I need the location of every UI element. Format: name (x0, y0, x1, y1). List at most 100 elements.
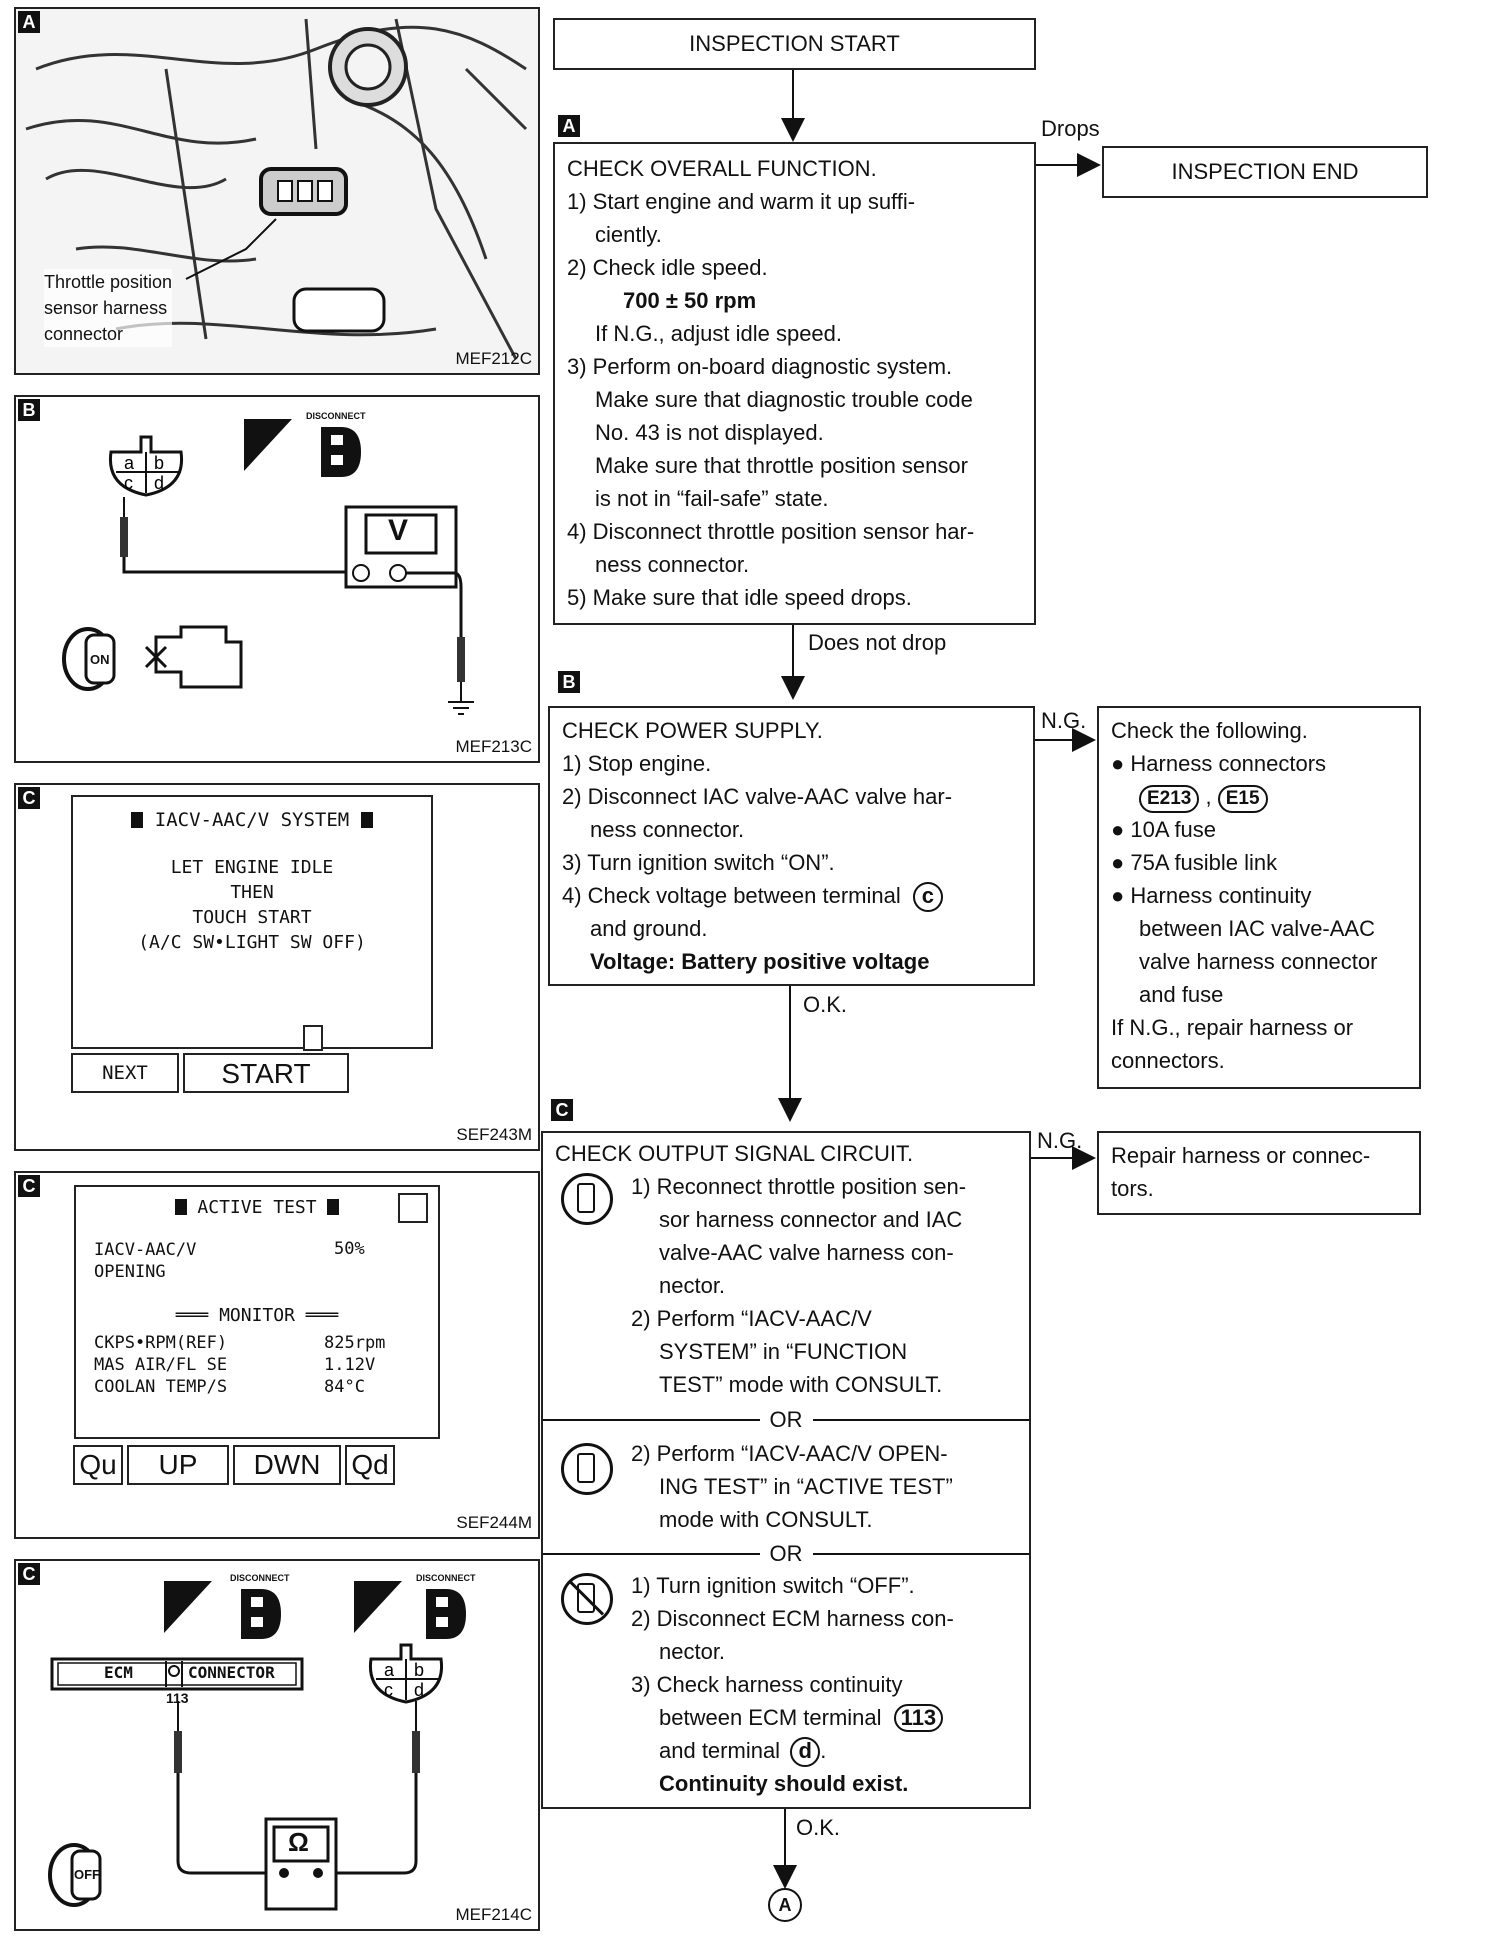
inspection-end-box: INSPECTION END (1102, 146, 1428, 198)
step-tag-b: B (558, 671, 580, 693)
ts-label: TS (272, 454, 287, 466)
step-heading: CHECK POWER SUPPLY. (562, 718, 823, 743)
screen-line: LET ENGINE IDLE (170, 857, 334, 878)
check-item-text: 75A fusible link (1130, 850, 1278, 875)
screen-line: THEN (230, 882, 274, 903)
monitor-row-name: CKPS•RPM(REF) (94, 1333, 228, 1353)
step-heading: CHECK OUTPUT SIGNAL CIRCUIT. (555, 1141, 914, 1166)
label-line: Throttle position (44, 272, 173, 292)
repair-line: tors. (1111, 1176, 1154, 1201)
figure-caption: MEF213C (455, 737, 532, 756)
key-on-label: ON (90, 652, 110, 667)
figure-caption: MEF212C (455, 349, 532, 368)
screen-title: ACTIVE TEST (197, 1197, 317, 1218)
step-line: and ground. (590, 916, 708, 941)
pin-a: a (384, 1660, 395, 1680)
figure-panel-c2: C ACTIVE TEST IACV-AAC/V OPENING 50% ═══… (14, 1171, 540, 1539)
next-button[interactable]: NEXT (71, 1053, 179, 1093)
voltage-check-diagram: a b c d (62, 419, 474, 715)
screen-line: TOUCH START (192, 907, 312, 928)
inspection-start-box: INSPECTION START (553, 18, 1036, 70)
step-c-box: CHECK OUTPUT SIGNAL CIRCUIT. 1) Reconnec… (541, 1131, 1031, 1809)
step-heading: CHECK OVERALL FUNCTION. (567, 156, 877, 181)
step-line: ING TEST” in “ACTIVE TEST” (659, 1474, 953, 1499)
disconnect-label: DISCONNECT (230, 1573, 290, 1583)
step-line: ness connector. (595, 552, 750, 577)
figure-panel-c1: C IACV-AAC/V SYSTEM LET ENGINE IDLE THEN… (14, 783, 540, 1151)
step-line: ciently. (595, 222, 662, 247)
bullet-icon: ● (1111, 883, 1131, 908)
step-line: is not in “fail-safe” state. (595, 486, 829, 511)
checkbox-icon[interactable] (398, 1193, 428, 1223)
bullet-icon: ● (1111, 850, 1131, 875)
check-line: connectors. (1111, 1048, 1225, 1073)
qd-button[interactable]: Qd (345, 1445, 395, 1485)
step-tag-a: A (558, 115, 580, 137)
figure-panel-a: A Throttle position sensor harness conne… (14, 7, 540, 375)
check-item: ● 10A fuse (1111, 813, 1407, 846)
step-line: mode with CONSULT. (659, 1507, 873, 1532)
step-line: Make sure that diagnostic trouble code (595, 387, 973, 412)
step-line-text: and terminal (659, 1738, 781, 1763)
disconnect-label: DISCONNECT (416, 1573, 476, 1583)
consult-screen: ACTIVE TEST IACV-AAC/V OPENING 50% ═══ M… (74, 1185, 440, 1439)
or-label: OR (759, 1541, 813, 1566)
step-line: 1) Turn ignition switch “OFF”. (631, 1573, 915, 1598)
title-marker-icon (327, 1199, 340, 1215)
terminal-113-badge: 113 (893, 1704, 944, 1732)
pin-d: d (414, 1680, 424, 1700)
check-item-text: Harness connectors (1130, 751, 1327, 776)
repair-box: Repair harness or connec- tors. (1097, 1131, 1421, 1215)
figure-panel-c3: C a b c d (14, 1559, 540, 1931)
no-consult-icon (561, 1573, 613, 1625)
step-line: sor harness connector and IAC (659, 1207, 963, 1232)
label-line: connector (44, 324, 124, 344)
bullet-icon: ● (1111, 817, 1131, 842)
connector-e15-badge: E15 (1217, 785, 1268, 813)
monitor-row-value: 1.12V (324, 1355, 376, 1375)
step-line: 2) Check idle speed. (567, 255, 768, 280)
panel-letter: C (18, 1563, 40, 1585)
check-item-text: Harness continuity (1130, 883, 1312, 908)
ts-label: TS (382, 1617, 397, 1629)
inspection-start-label: INSPECTION START (689, 31, 900, 56)
step-line: 2) Disconnect IAC valve-AAC valve har- (562, 784, 953, 809)
check-item: ● Harness continuity (1111, 879, 1407, 912)
label-line: sensor harness (44, 298, 168, 318)
monitor-row-name: MAS AIR/FL SE (94, 1355, 228, 1375)
screen-title: IACV-AAC/V SYSTEM (154, 809, 350, 831)
check-item-text: 10A fuse (1130, 817, 1217, 842)
step-line-text: 4) Check voltage between terminal (562, 883, 901, 908)
figure-caption: MEF214C (455, 1905, 532, 1924)
step-line-text: between ECM terminal (659, 1705, 882, 1730)
start-button[interactable]: START (183, 1053, 349, 1093)
step-line: TEST” mode with CONSULT. (659, 1372, 943, 1397)
test-item-value: 50% (334, 1239, 365, 1259)
qu-button[interactable]: Qu (73, 1445, 123, 1485)
step-line: nector. (659, 1273, 726, 1298)
ng-label: N.G. (1041, 708, 1087, 733)
down-button[interactable]: DWN (233, 1445, 341, 1485)
period: . (820, 1738, 827, 1763)
step-line: Make sure that throttle position sensor (595, 453, 968, 478)
figure-caption: SEF243M (456, 1125, 532, 1144)
continuity-check-diagram: a b c d (48, 1581, 466, 1911)
panel-letter: C (18, 787, 40, 809)
title-marker-icon (174, 1199, 187, 1215)
step-line: 2) Perform “IACV-AAC/V (631, 1306, 872, 1331)
step-line: 4) Check voltage between terminal c (562, 879, 1021, 912)
check-line: valve harness connector (1139, 949, 1378, 974)
step-line: 3) Turn ignition switch “ON”. (562, 850, 835, 875)
step-line: 5) Make sure that idle speed drops. (567, 585, 912, 610)
step-line: If N.G., adjust idle speed. (595, 321, 843, 346)
consult-icon (561, 1443, 613, 1495)
disconnect-label: DISCONNECT (306, 411, 366, 421)
does-not-drop-label: Does not drop (808, 630, 947, 655)
monitor-row-value: 84°C (324, 1377, 365, 1397)
step-line: SYSTEM” in “FUNCTION (659, 1339, 908, 1364)
step-line: and terminal d. (631, 1734, 954, 1767)
monitor-divider: ═══ (294, 1305, 339, 1326)
idle-spec: 700 ± 50 rpm (623, 288, 757, 313)
step-a-box: CHECK OVERALL FUNCTION. 1) Start engine … (553, 142, 1036, 625)
up-button[interactable]: UP (127, 1445, 229, 1485)
